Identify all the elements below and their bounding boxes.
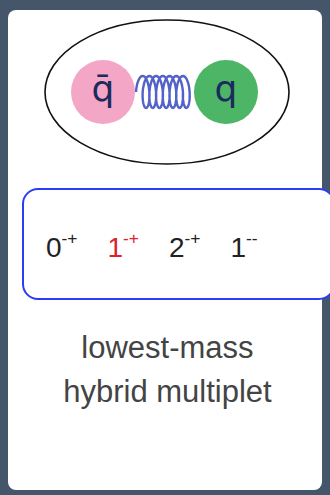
parity-superscript: -- [246, 228, 258, 248]
quark-circle: q [193, 59, 259, 125]
quantum-number: 0-+ [46, 232, 78, 264]
parity-superscript: -+ [62, 228, 78, 248]
circle-fill [194, 60, 258, 124]
quark-label: q̄ [92, 68, 115, 109]
antiquark-circle: q̄ [70, 59, 136, 125]
circle-fill [71, 60, 135, 124]
gluon-spring [136, 76, 190, 108]
caption-label: lowest-mass hybrid multiplet [45, 326, 290, 414]
quantum-number: 2-+ [169, 232, 201, 264]
quantum-number: 1-+ [108, 232, 140, 264]
quantum-number: 1-- [231, 232, 258, 264]
quark-label: q [215, 68, 238, 109]
parity-superscript: -+ [185, 228, 201, 248]
quantum-number-box: 0-+ 1-+ 2-+ 1-- [22, 188, 330, 300]
hadron-ellipse [45, 20, 289, 164]
parity-superscript: -+ [123, 228, 139, 248]
